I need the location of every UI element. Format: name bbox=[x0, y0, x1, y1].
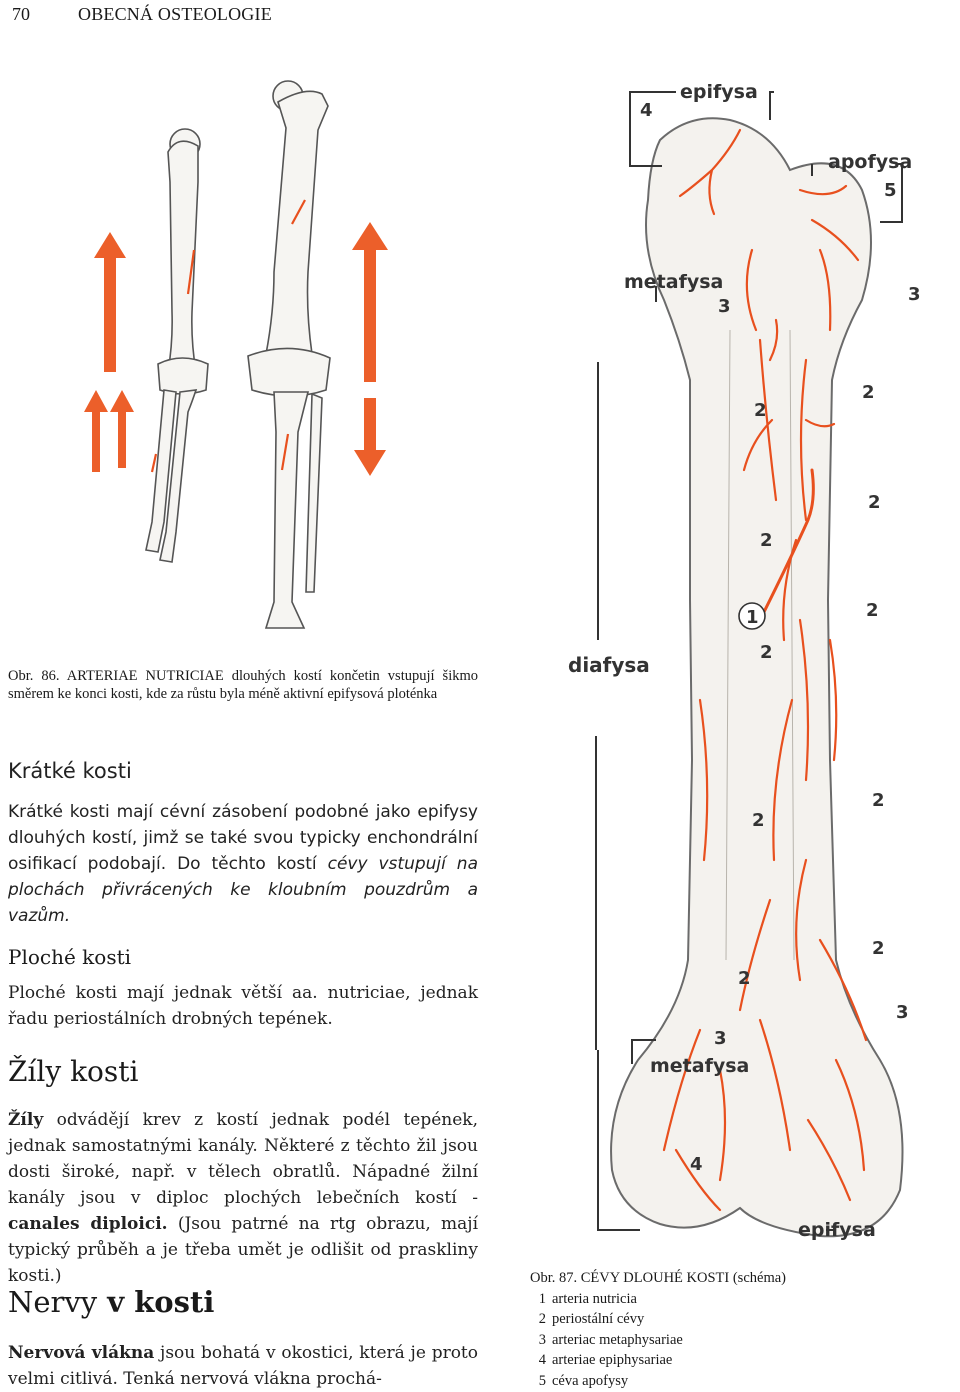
legend-number: 5 bbox=[538, 1372, 546, 1389]
legend-text: céva apofysy bbox=[552, 1372, 629, 1389]
callout-3-d: 3 bbox=[714, 1028, 727, 1049]
callout-2-e: 2 bbox=[866, 600, 879, 621]
callout-2-i: 2 bbox=[872, 938, 885, 959]
legend-item: 5 céva apofysy bbox=[530, 1371, 950, 1392]
callout-1-circle bbox=[738, 602, 766, 630]
heading-flat-bones: Ploché kosti bbox=[8, 945, 132, 969]
nerves-heading-b: v kosti bbox=[97, 1285, 215, 1319]
label-metafysa-bottom: metafysa bbox=[650, 1055, 749, 1077]
legend-item: 1 arteria nutricia bbox=[530, 1289, 950, 1310]
legend-text: arteria nutricia bbox=[552, 1290, 637, 1307]
callout-2-j: 2 bbox=[738, 968, 751, 989]
figure-86-caption-text: ARTERIAE NUTRICIAE dlouhých kostí končet… bbox=[8, 668, 478, 702]
growth-arrows bbox=[84, 222, 388, 476]
label-epifysa-bottom: epifysa bbox=[798, 1219, 876, 1241]
legend-text: arteriae epiphysariae bbox=[552, 1352, 673, 1368]
paragraph-bone-nerves: Nervová vlákna jsou bohatá v okostici, k… bbox=[8, 1340, 478, 1392]
callout-3-left: 3 bbox=[718, 296, 731, 317]
figure-87-title: Obr. 87. CÉVY DLOUHÉ KOSTI (schéma) bbox=[530, 1270, 786, 1286]
running-title: OBECNÁ OSTEOLOGIE bbox=[78, 4, 272, 24]
femur bbox=[247, 80, 331, 397]
heading-short-bones: Krátké kosti bbox=[8, 759, 132, 783]
paragraph-bone-veins: Žíly odvádějí krev z kostí jednak podél … bbox=[8, 1107, 478, 1289]
veins-text-a: odvádějí krev z kostí jednak podél tepén… bbox=[8, 1110, 478, 1208]
label-metafysa-top: metafysa bbox=[624, 271, 723, 293]
nutrient-artery-marks bbox=[150, 199, 306, 473]
bracket-lines bbox=[595, 91, 903, 1231]
legend-number: 2 bbox=[538, 1311, 546, 1327]
legend-number: 3 bbox=[538, 1331, 546, 1348]
figure-86-caption-lead: Obr. 86. bbox=[8, 668, 60, 684]
nerves-heading-a: Nervy bbox=[8, 1285, 98, 1319]
short-bones-italic-text: cévy vstupují na plochách přivrácených k… bbox=[8, 854, 478, 926]
legend-item: 3 arteriac metaphysariae bbox=[530, 1330, 950, 1351]
lower-leg-bones bbox=[264, 391, 323, 629]
heading-bone-veins: Žíly kosti bbox=[8, 1055, 139, 1088]
label-epifysa-top: epifysa bbox=[680, 81, 758, 103]
callout-4-top: 4 bbox=[640, 100, 653, 121]
legend-number: 4 bbox=[538, 1352, 546, 1368]
paragraph-flat-bones: Ploché kosti mají jednak větší aa. nutri… bbox=[8, 983, 478, 1029]
callout-2-b: 2 bbox=[754, 400, 767, 421]
forearm-bones bbox=[145, 389, 198, 563]
callout-5: 5 bbox=[884, 180, 897, 201]
legend-text: periostální cévy bbox=[552, 1311, 645, 1327]
callout-2-d: 2 bbox=[760, 530, 773, 551]
legend-item: 4 arteriae epiphysariae bbox=[530, 1350, 950, 1371]
figure-87-long-bone-vessels: epifysa apofysa metafysa diafysa metafys… bbox=[568, 81, 921, 1241]
heading-bone-nerves: Nervy v kosti bbox=[8, 1285, 214, 1319]
callout-2-h: 2 bbox=[752, 810, 765, 831]
figure-86-caption: Obr. 86. ARTERIAE NUTRICIAE dlouhých kos… bbox=[8, 667, 478, 703]
callout-4-bottom: 4 bbox=[690, 1154, 703, 1175]
legend-number: 1 bbox=[538, 1290, 546, 1307]
legend-text: arteriac metaphysariae bbox=[552, 1331, 683, 1348]
nerves-text: jsou bohatá v okostici, která je proto v… bbox=[8, 1343, 478, 1389]
callout-2-a: 2 bbox=[862, 382, 875, 403]
vessel-network bbox=[662, 128, 868, 1212]
label-apofysa: apofysa bbox=[828, 151, 912, 173]
callout-2-c: 2 bbox=[868, 492, 881, 513]
callout-1: 1 bbox=[746, 607, 759, 628]
page-header: 70 OBECNÁ OSTEOLOGIE bbox=[0, 0, 960, 30]
page-number: 70 bbox=[12, 4, 30, 24]
legend-item: 2 periostální cévy bbox=[530, 1309, 950, 1330]
callout-2-g: 2 bbox=[872, 790, 885, 811]
callout-3-c: 3 bbox=[896, 1002, 909, 1023]
veins-lead: Žíly bbox=[8, 1110, 44, 1130]
nerves-lead: Nervová vlákna bbox=[8, 1343, 155, 1363]
figure-87-caption: Obr. 87. CÉVY DLOUHÉ KOSTI (schéma) 1 art… bbox=[530, 1268, 950, 1391]
label-diafysa: diafysa bbox=[568, 653, 650, 677]
veins-canales-diploici: canales diploici. bbox=[8, 1214, 168, 1234]
figure-86-limb-bones bbox=[84, 80, 388, 629]
short-bones-text: Krátké kosti mají cévní zásobení podobné… bbox=[8, 802, 478, 874]
paragraph-short-bones: Krátké kosti mají cévní zásobení podobné… bbox=[8, 799, 478, 929]
callout-3-right: 3 bbox=[908, 284, 921, 305]
veins-text-b: (Jsou patrné na rtg obrazu, mají typický… bbox=[8, 1214, 479, 1286]
callout-2-f: 2 bbox=[760, 642, 773, 663]
arteria-nutricia-vessel bbox=[758, 468, 815, 622]
humerus bbox=[157, 128, 209, 395]
